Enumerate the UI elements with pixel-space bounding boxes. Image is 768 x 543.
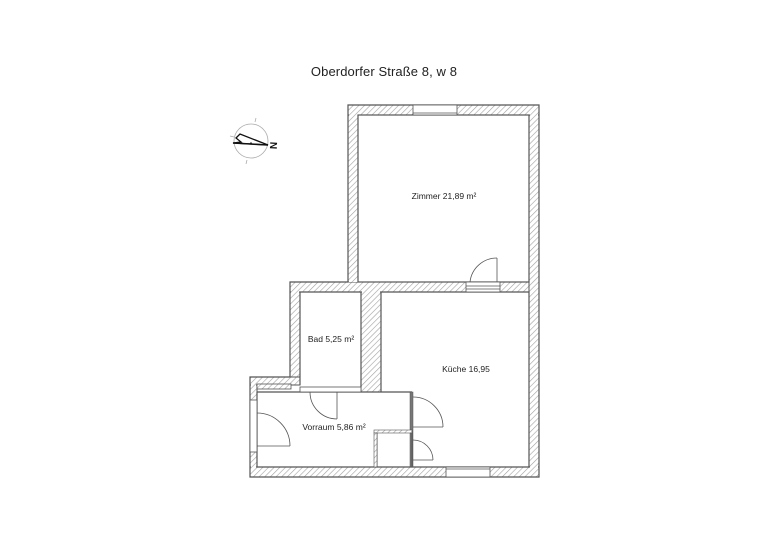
room-label-vorraum: Vorraum 5,86 m² — [302, 422, 365, 432]
room-label-zimmer: Zimmer 21,89 m² — [412, 191, 477, 201]
room-labels: Zimmer 21,89 m² Bad 5,25 m² Küche 16,95 … — [302, 191, 490, 432]
window-zimmer-top — [412, 104, 458, 116]
entry-opening — [249, 399, 258, 453]
north-arrow-icon: N — [229, 117, 280, 165]
room-label-bad: Bad 5,25 m² — [308, 334, 354, 344]
door-swing — [469, 257, 498, 283]
doors — [256, 257, 501, 461]
north-label: N — [269, 142, 280, 150]
room-label-kueche: Küche 16,95 — [442, 364, 490, 374]
plan-title: Oberdorfer Straße 8, w 8 — [310, 64, 458, 79]
window-kueche-bottom — [445, 466, 491, 478]
windows — [249, 104, 491, 478]
